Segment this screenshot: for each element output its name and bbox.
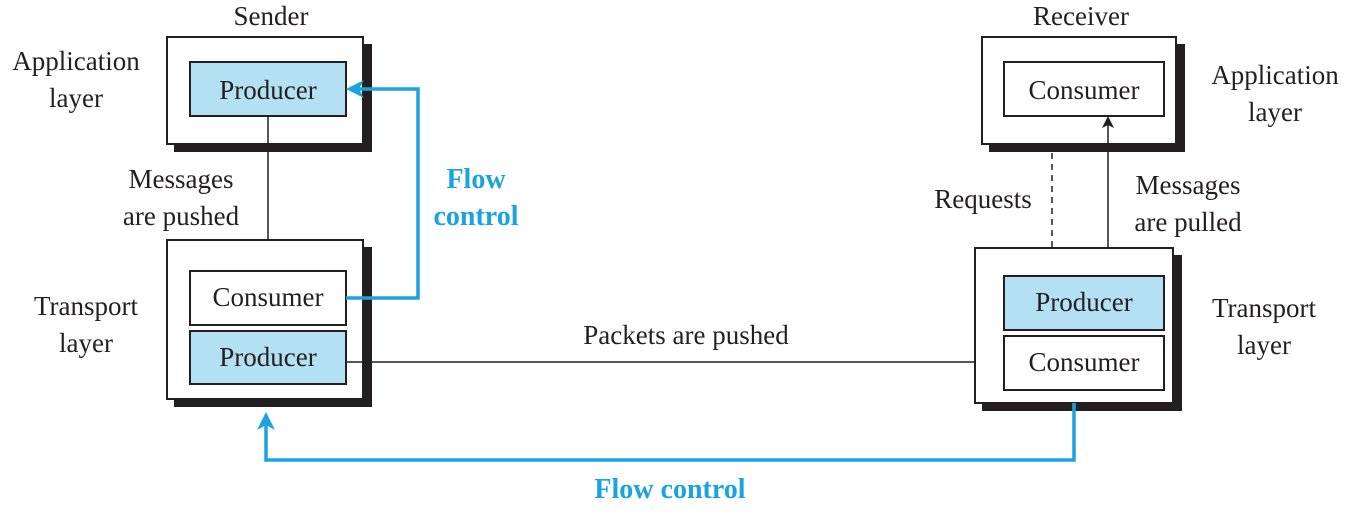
receiver-transport-consumer-box: Consumer [1003, 335, 1165, 391]
messages-pulled-label: Messages are pulled [1134, 170, 1242, 237]
sender-title: Sender [234, 1, 309, 31]
sender-app-layer-line1: Application [12, 46, 140, 76]
messages-pulled-line2: are pulled [1134, 207, 1242, 237]
sender-application-layer-label: Application layer [12, 46, 140, 113]
bottom-flow-control-arrow [257, 403, 1076, 462]
sender-app-producer-label: Producer [219, 75, 316, 105]
sender-transport-producer-box: Producer [189, 330, 347, 385]
receiver-transport-producer-label: Producer [1035, 287, 1132, 317]
packets-pushed-label: Packets are pushed [583, 320, 789, 350]
sender-transport-producer-label: Producer [219, 342, 316, 372]
receiver-transport-producer-box: Producer [1003, 275, 1165, 331]
sender-transport-layer-label: Transport layer [34, 291, 139, 358]
requests-label: Requests [934, 184, 1032, 214]
messages-pushed-label: Messages are pushed [123, 164, 240, 231]
messages-pushed-line2: are pushed [123, 201, 240, 231]
sender-transport-layer-line1: Transport [34, 291, 139, 321]
receiver-app-layer-line2: layer [1248, 97, 1302, 127]
messages-pushed-line1: Messages [129, 164, 234, 194]
receiver-app-consumer-label: Consumer [1029, 75, 1140, 105]
sender-flow-control-line2: control [433, 201, 518, 232]
receiver-app-consumer-box: Consumer [1003, 61, 1165, 117]
sender-transport-consumer-label: Consumer [213, 282, 324, 312]
sender-transport-layer-line2: layer [59, 328, 113, 358]
receiver-transport-layer-label: Transport layer [1212, 293, 1317, 360]
sender-flow-control-line1: Flow [446, 164, 506, 195]
bottom-flow-control-label: Flow control [594, 474, 745, 505]
sender-app-producer-box: Producer [189, 61, 347, 117]
receiver-app-layer-line1: Application [1211, 60, 1339, 90]
messages-pulled-line1: Messages [1136, 170, 1241, 200]
receiver-transport-layer-line1: Transport [1212, 293, 1317, 323]
receiver-transport-consumer-label: Consumer [1029, 347, 1140, 377]
receiver-application-layer-label: Application layer [1211, 60, 1339, 127]
sender-app-layer-line2: layer [49, 83, 103, 113]
sender-transport-consumer-box: Consumer [189, 270, 347, 326]
receiver-transport-layer-line2: layer [1237, 330, 1291, 360]
sender-flow-control-arrow [346, 80, 420, 300]
sender-flow-control-label: Flow control [433, 164, 518, 232]
receiver-title: Receiver [1033, 1, 1129, 31]
